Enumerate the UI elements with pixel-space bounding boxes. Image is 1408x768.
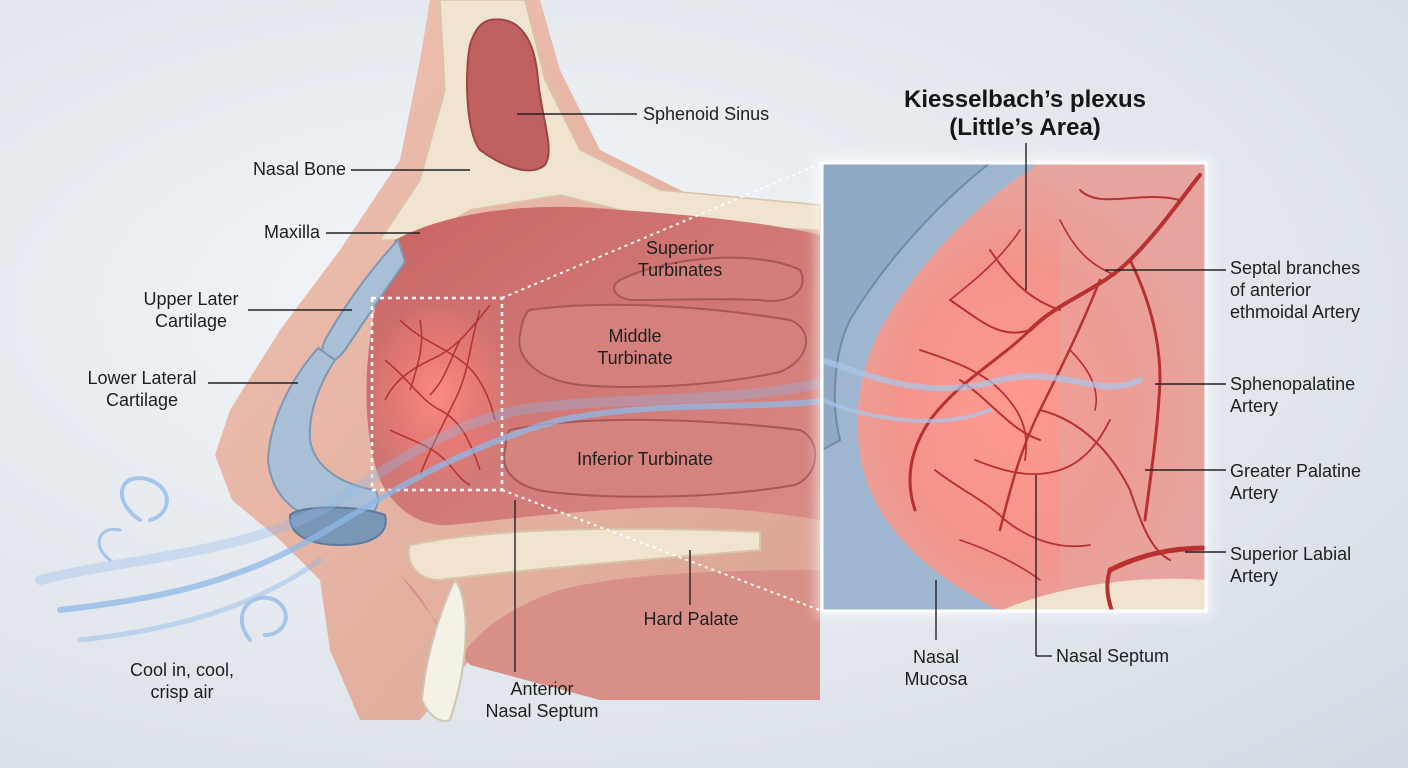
- zoom-connector-bottom: [501, 489, 823, 612]
- sphenoid-sinus: [466, 18, 550, 172]
- label-sphenoid-sinus-text: Sphenoid Sinus: [643, 104, 770, 124]
- label-anterior-nasal-septum-line1: Anterior: [510, 679, 574, 699]
- label-septal-branches-line1: Septal branches: [1230, 258, 1361, 278]
- label-hard-palate: Hard Palate: [638, 608, 744, 630]
- label-superior-turbinates-line1: Superior: [645, 238, 715, 258]
- label-superior-labial-artery-line1: Superior Labial: [1230, 544, 1352, 564]
- label-cool-air: Cool in, cool, crisp air: [112, 659, 252, 703]
- label-maxilla-text: Maxilla: [263, 222, 320, 242]
- label-anterior-nasal-septum: Anterior Nasal Septum: [478, 678, 606, 722]
- label-sphenopalatine-artery: Sphenopalatine Artery: [1230, 373, 1355, 417]
- label-greater-palatine-artery-line1: Greater Palatine: [1230, 461, 1362, 481]
- label-superior-labial-artery: Superior Labial Artery: [1230, 543, 1351, 587]
- label-superior-turbinates: Superior Turbinates: [630, 237, 730, 281]
- label-upper-lateral-cartilage-line1: Upper Later: [143, 289, 239, 309]
- label-nasal-mucosa-line2: Mucosa: [904, 669, 968, 689]
- plexus-glow: [366, 300, 510, 490]
- inferior-turbinate-shape: [503, 418, 817, 498]
- plexus-vessels-small: [384, 304, 496, 486]
- label-superior-labial-artery-line2: Artery: [1230, 566, 1279, 586]
- label-middle-turbinate: Middle Turbinate: [585, 325, 685, 369]
- label-upper-lateral-cartilage: Upper Later Cartilage: [130, 288, 252, 332]
- plexus-highlight-box: [370, 296, 504, 492]
- label-septal-branches: Septal branches of anterior ethmoidal Ar…: [1230, 257, 1360, 323]
- label-nasal-mucosa: Nasal Mucosa: [890, 646, 982, 690]
- label-septal-branches-line3: ethmoidal Artery: [1230, 302, 1361, 322]
- label-lower-lateral-cartilage: Lower Lateral Cartilage: [78, 367, 206, 411]
- plexus-title-line2: (Little’s Area): [949, 114, 1101, 141]
- label-inferior-turbinate-text: Inferior Turbinate: [576, 449, 714, 469]
- label-lower-lateral-cartilage-line1: Lower Lateral: [87, 368, 197, 388]
- air-flow: [35, 375, 835, 643]
- zoom-air-flow: [822, 357, 1143, 423]
- label-cool-air-line1: Cool in, cool,: [129, 660, 235, 680]
- label-upper-lateral-cartilage-line2: Cartilage: [154, 311, 228, 331]
- label-cool-air-line2: crisp air: [150, 682, 214, 702]
- label-inferior-turbinate: Inferior Turbinate: [565, 448, 725, 470]
- label-sphenopalatine-artery-line1: Sphenopalatine: [1230, 374, 1356, 394]
- label-maxilla: Maxilla: [220, 221, 320, 243]
- label-nasal-mucosa-line1: Nasal: [912, 647, 960, 667]
- plexus-title-line1: Kiesselbach’s plexus: [904, 86, 1146, 113]
- label-middle-turbinate-line2: Turbinate: [597, 348, 673, 368]
- label-superior-turbinates-line2: Turbinates: [637, 260, 723, 280]
- label-middle-turbinate-line1: Middle: [608, 326, 662, 346]
- plexus-title: Kiesselbach’s plexus (Little’s Area): [880, 86, 1170, 142]
- zoom-panel: [822, 163, 1206, 611]
- zoom-panel-border: [820, 161, 1208, 613]
- label-nasal-bone-text: Nasal Bone: [252, 159, 346, 179]
- label-nasal-septum-text: Nasal Septum: [1056, 646, 1170, 666]
- lip-mucosa: [400, 570, 820, 700]
- label-sphenoid-sinus: Sphenoid Sinus: [643, 103, 769, 125]
- label-nasal-bone: Nasal Bone: [228, 158, 346, 180]
- label-sphenopalatine-artery-line2: Artery: [1230, 396, 1279, 416]
- zoom-vessels: [908, 173, 1206, 611]
- incisor-tooth: [420, 578, 467, 722]
- label-hard-palate-text: Hard Palate: [643, 609, 739, 629]
- label-septal-branches-line2: of anterior: [1230, 280, 1312, 300]
- hard-palate-shape: [407, 527, 761, 582]
- label-lower-lateral-cartilage-line2: Cartilage: [105, 390, 179, 410]
- middle-turbinate-shape: [518, 303, 807, 388]
- superior-turbinate-shape: [613, 256, 804, 302]
- label-anterior-nasal-septum-line2: Nasal Septum: [485, 701, 599, 721]
- label-nasal-septum: Nasal Septum: [1056, 645, 1169, 667]
- leader-lines: [208, 113, 1226, 672]
- label-greater-palatine-artery: Greater Palatine Artery: [1230, 460, 1361, 504]
- zoom-connector-top: [501, 162, 823, 299]
- label-greater-palatine-artery-line2: Artery: [1230, 483, 1279, 503]
